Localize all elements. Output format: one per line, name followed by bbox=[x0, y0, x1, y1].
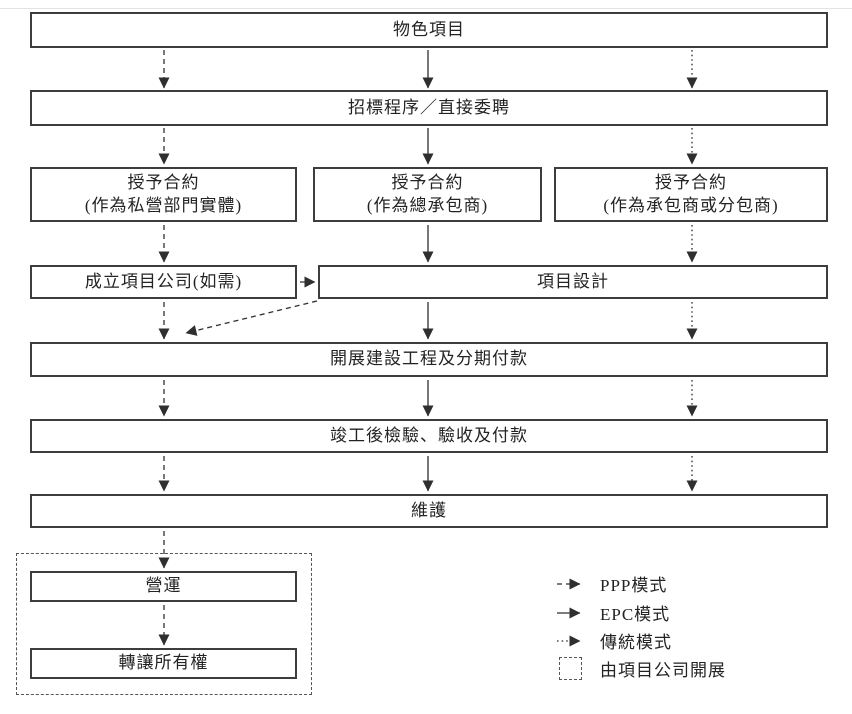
node-label-line2: (作為總承包商) bbox=[366, 195, 489, 215]
solid-arrow-icon bbox=[557, 606, 581, 619]
legend-label-epc: EPC模式 bbox=[600, 605, 671, 624]
node-label: 開展建設工程及分期付款 bbox=[330, 349, 528, 369]
legend-label-ppp: PPP模式 bbox=[600, 576, 668, 595]
node-award-contract-private-entity: 授予合約 (作為私營部門實體) bbox=[30, 167, 297, 222]
node-label: 營運 bbox=[145, 576, 182, 596]
legend-item-traditional: 傳統模式 bbox=[556, 628, 672, 653]
legend-label-traditional: 傳統模式 bbox=[600, 633, 672, 652]
dotted-arrow-icon bbox=[557, 634, 581, 647]
top-divider bbox=[0, 8, 852, 9]
connector-design-to-construction-diagonal bbox=[185, 300, 318, 336]
node-maintenance: 維護 bbox=[30, 494, 828, 528]
node-operation: 營運 bbox=[30, 571, 297, 602]
node-award-contract-general-contractor: 授予合約 (作為總承包商) bbox=[313, 167, 542, 222]
legend-label-project-company: 由項目公司開展 bbox=[600, 661, 726, 680]
node-establish-project-company: 成立項目公司(如需) bbox=[30, 265, 297, 299]
node-label-line1: 授予合約 bbox=[655, 173, 727, 193]
node-label: 竣工後檢驗、驗收及付款 bbox=[330, 425, 528, 445]
node-identify-project: 物色項目 bbox=[30, 12, 828, 48]
node-label: 項目設計 bbox=[537, 271, 609, 291]
node-label-line1: 授予合約 bbox=[391, 173, 464, 193]
legend-item-project-company: 由項目公司開展 bbox=[556, 656, 726, 681]
node-label: 招標程序／直接委聘 bbox=[348, 97, 510, 117]
node-label: 成立項目公司(如需) bbox=[84, 271, 243, 291]
node-label-line1: 授予合約 bbox=[127, 173, 200, 193]
node-label: 物色項目 bbox=[393, 19, 465, 39]
node-label: 轉讓所有權 bbox=[118, 653, 209, 673]
node-inspection-acceptance-payment: 竣工後檢驗、驗收及付款 bbox=[30, 419, 828, 453]
node-construction-and-installments: 開展建設工程及分期付款 bbox=[30, 342, 828, 377]
node-award-contract-subcontractor: 授予合約 (作為承包商或分包商) bbox=[554, 167, 828, 222]
legend-item-epc: EPC模式 bbox=[556, 600, 670, 625]
dashed-box-icon bbox=[559, 657, 582, 680]
node-label: 維護 bbox=[411, 500, 447, 520]
node-label-line2: (作為私營部門實體) bbox=[84, 195, 243, 215]
node-label-line2: (作為承包商或分包商) bbox=[603, 195, 779, 215]
legend-item-ppp: PPP模式 bbox=[556, 571, 667, 596]
node-transfer-ownership: 轉讓所有權 bbox=[30, 648, 297, 679]
node-tender-procedure: 招標程序／直接委聘 bbox=[30, 90, 828, 126]
dashed-arrow-icon bbox=[557, 577, 581, 590]
node-project-design: 項目設計 bbox=[318, 265, 828, 299]
